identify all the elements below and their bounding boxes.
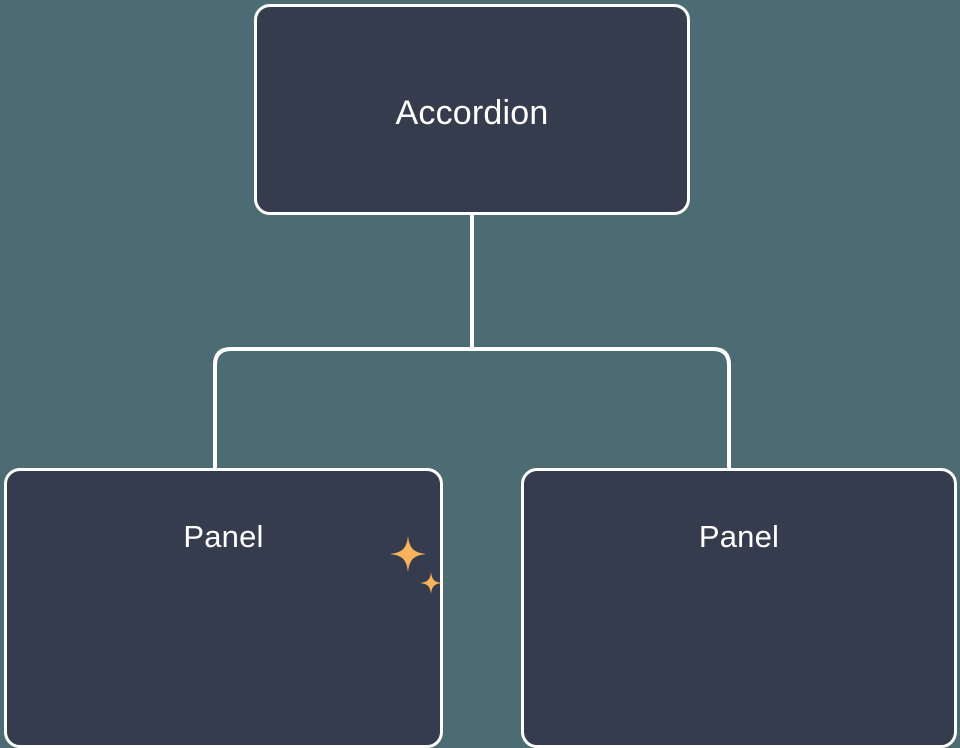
node-accordion[interactable]: Accordion	[254, 4, 690, 215]
node-accordion-label: Accordion	[395, 94, 549, 132]
node-panel-active[interactable]: Panel	[4, 468, 443, 748]
edge-branch-bar	[213, 347, 731, 470]
node-panel-inactive[interactable]: Panel	[521, 468, 957, 748]
node-panel-inactive-label: Panel	[698, 519, 780, 554]
node-panel-active-label: Panel	[183, 519, 264, 554]
